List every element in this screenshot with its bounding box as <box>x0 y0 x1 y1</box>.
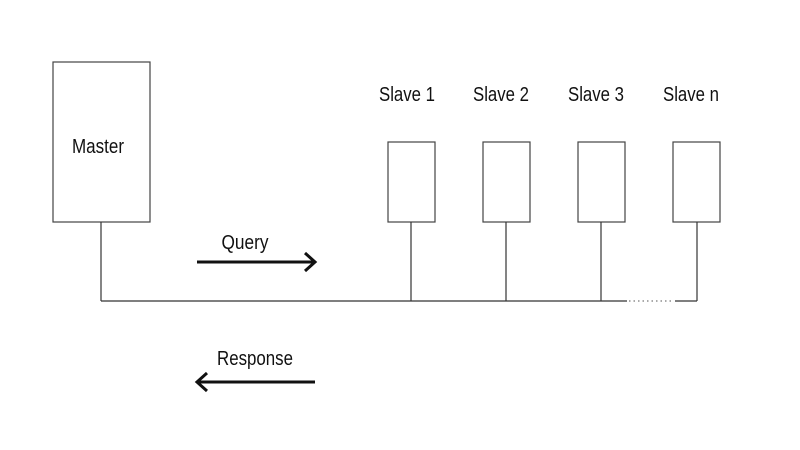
response-label: Response <box>217 348 293 370</box>
slave-1-box <box>387 141 436 223</box>
slave-3-box <box>577 141 626 223</box>
response-arrowhead-icon <box>194 371 209 393</box>
slave-n-box <box>672 141 721 223</box>
master-label: Master <box>72 136 124 158</box>
query-label: Query <box>222 232 269 254</box>
slave-2-label: Slave 2 <box>473 84 529 106</box>
slave-n-label: Slave n <box>663 84 719 106</box>
slave-3-label: Slave 3 <box>568 84 624 106</box>
slave-1-label: Slave 1 <box>379 84 435 106</box>
master-box <box>52 61 151 223</box>
slave-2-box <box>482 141 531 223</box>
query-arrowhead-icon <box>303 251 318 273</box>
